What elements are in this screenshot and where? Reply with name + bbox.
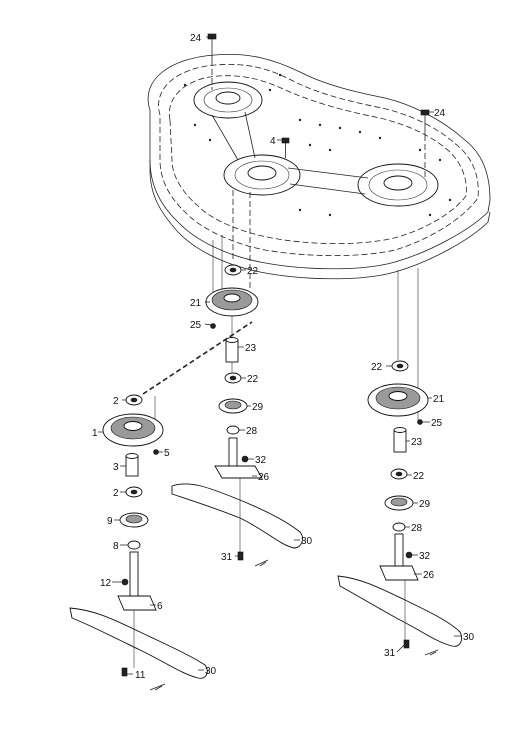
callout-3: 3 [113,462,119,473]
bolt-4 [281,137,290,158]
callout-6: 6 [157,601,163,612]
callout-26-right: 26 [423,570,435,581]
right-spindle-assembly [337,268,463,656]
callout-9: 9 [107,516,113,527]
callout-25-centre: 25 [190,320,202,331]
callout-11: 11 [135,670,146,681]
mower-deck-housing [147,54,491,280]
callout-24-left: 24 [190,33,202,44]
bolt-24-left [207,33,217,90]
callout-26-centre: 26 [258,472,270,483]
leader-lines [98,36,462,675]
callout-32-centre: 32 [255,455,267,466]
callout-30-left: 30 [205,666,217,677]
callout-8: 8 [113,541,119,552]
callout-30-right: 30 [463,632,475,643]
callout-29-centre: 29 [252,402,264,413]
callout-28-centre: 28 [246,426,258,437]
callout-1: 1 [92,428,98,439]
callout-labels: 24 24 4 22 21 25 23 22 29 28 32 26 30 31… [92,33,475,681]
callout-22-centre-lower: 22 [247,374,259,385]
callout-2-left-lower: 2 [113,488,119,499]
callout-24-right: 24 [434,108,446,119]
callout-21-right: 21 [433,394,445,405]
callout-22-centre-top: 22 [247,266,259,277]
callout-2-left-top: 2 [113,396,119,407]
left-spindle-assembly [69,321,253,691]
callout-31-centre: 31 [221,552,233,563]
callout-30-centre: 30 [301,536,313,547]
callout-22-right-lower: 22 [413,471,425,482]
callout-31-right: 31 [384,648,396,659]
centre-spindle-assembly [171,190,303,567]
callout-21-centre: 21 [190,298,202,309]
callout-5: 5 [164,448,170,459]
bolt-24-right [420,109,430,178]
callout-12: 12 [100,578,112,589]
callout-25-right: 25 [431,418,443,429]
callout-22-right-top: 22 [371,362,383,373]
callout-23-right: 23 [411,437,423,448]
callout-29-right: 29 [419,499,431,510]
callout-28-right: 28 [411,523,423,534]
callout-4: 4 [270,136,276,147]
callout-32-right: 32 [419,551,431,562]
callout-23-centre: 23 [245,343,257,354]
